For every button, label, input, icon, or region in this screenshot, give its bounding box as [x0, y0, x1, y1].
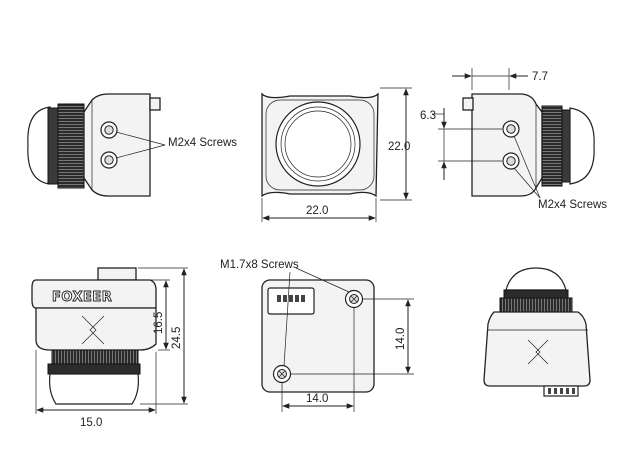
- side-view-left: M2x4 Screws: [27, 93, 237, 197]
- elevation-lens-dome: [49, 373, 139, 405]
- elevation-upper-body: [31, 279, 157, 309]
- camera-body: [83, 93, 151, 197]
- brand-logo: FOXEER: [52, 290, 112, 305]
- dim-back-width: 14.0: [306, 393, 328, 405]
- lens-knurl: [57, 103, 85, 189]
- connector-icon: [267, 287, 315, 315]
- front-view: 22.0 22.0: [261, 87, 412, 222]
- dim-front-height: 22.0: [388, 141, 410, 153]
- right-body: [471, 93, 543, 197]
- back-screw-bottom-left: [272, 364, 292, 384]
- label-m17x8-screws: M1.7x8 Screws: [220, 259, 299, 271]
- dim-inner-height: 16.5: [153, 312, 165, 334]
- label-m2x4-screws-left: M2x4 Screws: [168, 137, 237, 149]
- dim-top-offset: 7.7: [532, 71, 548, 83]
- elevation-lower-body: [35, 307, 157, 351]
- top-bracket: [97, 267, 137, 281]
- right-bracket: [462, 97, 474, 111]
- body-bracket: [149, 97, 161, 111]
- isometric-view: [483, 267, 591, 397]
- front-lens-inner: [284, 110, 352, 178]
- dim-screw-spacing: 6.3: [420, 110, 436, 122]
- front-lens-outer: [275, 101, 361, 187]
- right-screw-lower: [502, 152, 520, 170]
- lens-ring: [47, 107, 59, 185]
- front-lens-mid: [280, 106, 356, 182]
- dim-back-height: 14.0: [395, 328, 407, 350]
- back-view: M1.7x8 Screws 14.0 14.0: [220, 259, 414, 412]
- front-elevation: FOXEER 16.5 24.5 15.0: [31, 267, 188, 429]
- screw-upper: [100, 121, 118, 139]
- side-view-right: 7.7 6.3 M2x4 Screws: [420, 68, 607, 211]
- iso-connector-pins: [543, 385, 579, 397]
- iso-x-logo-icon: [527, 339, 549, 365]
- dim-bottom-width: 15.0: [80, 417, 102, 429]
- dim-total-height: 24.5: [171, 327, 183, 349]
- iso-knurl-ring: [499, 297, 573, 313]
- back-screw-top-right: [344, 289, 364, 309]
- label-m2x4-screws-right: M2x4 Screws: [538, 199, 607, 211]
- elevation-knurl-ring: [51, 349, 139, 365]
- x-logo-icon: [81, 315, 105, 345]
- dim-front-width: 22.0: [306, 205, 328, 217]
- right-screw-upper: [502, 120, 520, 138]
- right-lens-knurl: [541, 105, 563, 187]
- right-lens-dome: [569, 107, 595, 185]
- lens-dome: [27, 106, 51, 185]
- screw-lower: [100, 151, 118, 169]
- iso-lens-dome: [505, 267, 567, 291]
